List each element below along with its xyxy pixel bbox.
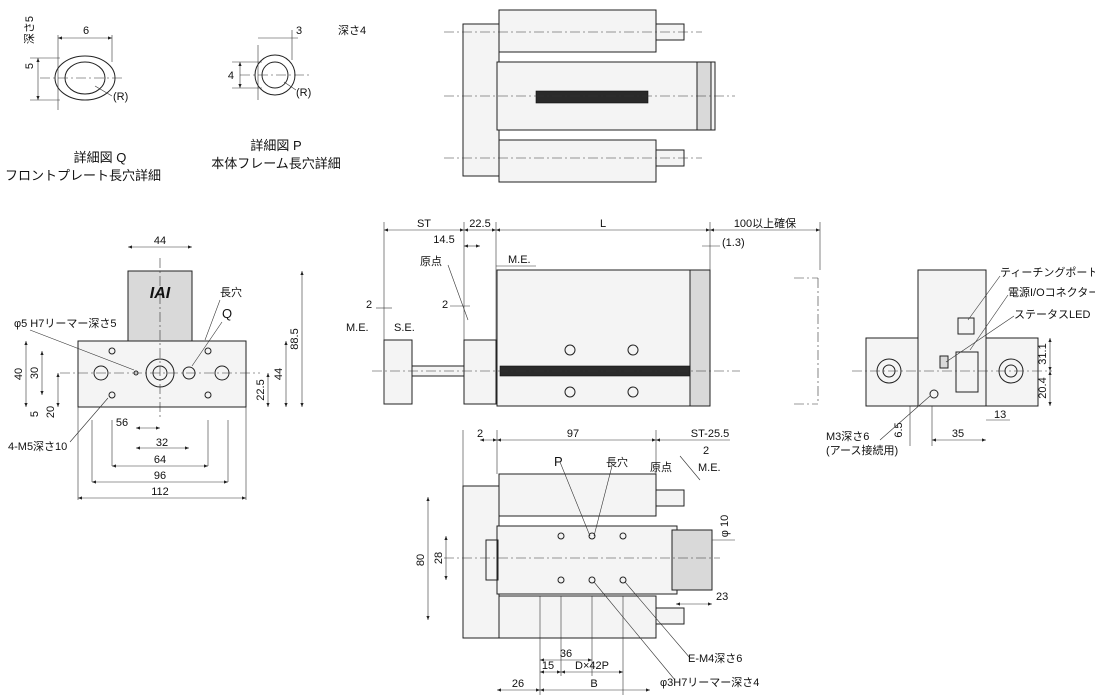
bottom-dim-15: 15 [542,660,554,672]
side-se: S.E. [394,322,415,334]
detail-q: 6 5 深さ5 (R) 詳細図 Q フロントプレート長穴詳細 [5,16,161,183]
bottom-dim-28: 28 [433,552,445,564]
front-dim-88-5: 88.5 [289,328,301,349]
front-dim-44: 44 [154,235,166,247]
bottom-me: M.E. [698,462,721,474]
bottom-dim-phi10: φ 10 [719,515,731,537]
front-dim-22-5: 22.5 [255,379,267,400]
front-dim-40: 40 [13,368,25,380]
detail-q-title: 詳細図 Q [74,150,127,165]
right-status-label: ステータスLED [1014,308,1090,321]
detail-q-height: 5 [24,63,36,69]
front-dim-20: 20 [45,406,57,418]
front-dim-30: 30 [29,367,41,379]
right-earth-label: (アース接続用) [826,443,898,457]
bottom-dim-97: 97 [567,428,579,440]
detail-p-radius: (R) [296,87,311,99]
side-14-5: 14.5 [433,234,454,246]
detail-q-width: 6 [83,25,89,37]
bottom-dim-26: 26 [512,678,524,690]
right-dim-35: 35 [952,428,964,440]
front-dim-96: 96 [154,470,166,482]
iai-logo: IAI [150,285,171,302]
detail-p-height: 4 [228,70,234,82]
side-2-mid: 2 [442,299,448,311]
top-view [444,9,735,183]
side-1-3: (1.3) [722,237,745,249]
bottom-dim-b: B [590,678,597,690]
front-dim-5: 5 [29,411,41,417]
front-dim-56: 56 [116,417,128,429]
bottom-origin: 原点 [650,461,672,474]
side-l: L [600,218,606,230]
front-dim-64: 64 [154,454,166,466]
front-dim-32: 32 [156,437,168,449]
right-dim-6-5: 6.5 [893,422,905,437]
side-st: ST [417,218,431,230]
bottom-dim-23: 23 [716,591,728,603]
right-m3-label: M3深さ6 [826,430,869,443]
bottom-dim-80: 80 [415,554,427,566]
detail-q-depth: 深さ5 [23,16,36,44]
detail-p: 3 深さ4 4 (R) 詳細図 P 本体フレーム長穴詳細 [211,24,366,171]
detail-p-title: 詳細図 P [250,138,301,153]
detail-p-depth: 深さ4 [338,24,366,37]
bottom-reamer-label: φ3H7リーマー深さ4 [660,676,759,689]
bottom-dim-2: 2 [477,428,483,440]
side-me-top: M.E. [508,254,531,266]
front-q-label: Q [222,306,232,321]
side-100: 100以上確保 [734,216,796,230]
front-view: IAI 44 88.5 44 22.5 40 30 5 20 [8,235,304,500]
side-view: ST 22.5 14.5 L 100以上確保 (1.3) 原点 M.E. 2 2… [346,216,821,407]
detail-q-subtitle: フロントプレート長穴詳細 [5,168,161,183]
bottom-dim-st: ST-25.5 [691,428,730,440]
side-me: M.E. [346,322,369,334]
front-slot-label: 長穴 [220,285,242,299]
side-2-left: 2 [366,299,372,311]
side-origin: 原点 [420,255,442,268]
detail-p-top: 3 [296,25,302,37]
bottom-slot-label: 長穴 [606,455,628,469]
bottom-dim-2b: 2 [703,445,709,457]
bottom-em4-label: E-M4深さ6 [688,652,742,665]
front-dim-112: 112 [151,486,169,498]
right-dim-31-1: 31.1 [1037,343,1049,364]
right-teaching-label: ティーチングポート [1000,265,1095,279]
detail-p-subtitle: 本体フレーム長穴詳細 [211,156,341,171]
detail-q-radius: (R) [113,91,128,103]
right-dim-13: 13 [994,409,1006,421]
right-dim-20-4: 20.4 [1037,377,1049,398]
bottom-p-label: P [554,454,563,469]
front-dim-44-right: 44 [273,368,285,380]
right-power-label: 電源I/Oコネクター [1008,285,1095,299]
front-reamer-label: φ5 H7リーマー深さ5 [14,317,117,330]
right-end-view: ティーチングポート 電源I/Oコネクター ステータスLED 31.1 20.4 … [826,265,1095,457]
bottom-view: 2 97 ST-25.5 2 原点 M.E. P 長穴 80 28 φ 10 2… [415,428,759,695]
front-tapped-label: 4-M5深さ10 [8,440,67,453]
side-22-5: 22.5 [469,218,490,230]
bottom-dim-36: 36 [560,648,572,660]
bottom-dim-dx42p: D×42P [575,660,609,672]
